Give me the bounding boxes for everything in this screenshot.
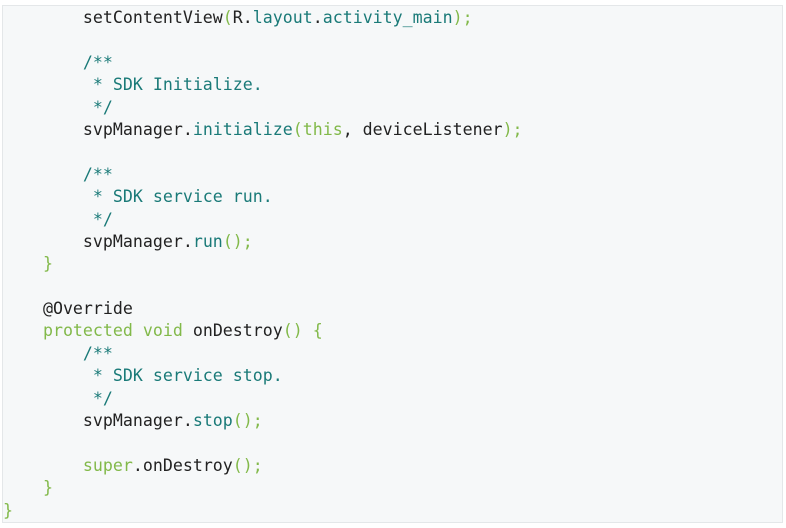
code-token: svpManager. xyxy=(3,119,193,139)
code-line xyxy=(3,432,523,454)
code-token: } xyxy=(3,254,53,274)
code-token: svpManager. xyxy=(3,231,193,251)
code-token: /** xyxy=(3,164,113,184)
code-line: * SDK Initialize. xyxy=(3,74,523,96)
code-token: () { xyxy=(282,321,323,341)
code-token: */ xyxy=(3,388,113,408)
code-token: ( xyxy=(292,119,303,139)
code-line: * SDK service stop. xyxy=(3,365,523,387)
code-token: ); xyxy=(452,8,473,27)
code-line: */ xyxy=(3,97,523,119)
code-token: super xyxy=(3,455,133,475)
code-token: */ xyxy=(3,209,113,229)
code-line: /** xyxy=(3,343,523,365)
code-line xyxy=(3,141,523,163)
code-token: . xyxy=(132,455,143,475)
code-token: * SDK Initialize. xyxy=(3,75,263,95)
code-line xyxy=(3,29,523,51)
code-token: * SDK service stop. xyxy=(3,366,283,386)
code-token: R. xyxy=(232,8,253,27)
code-token: run xyxy=(192,231,223,251)
code-token: */ xyxy=(3,97,113,117)
code-token: protected xyxy=(3,321,133,341)
code-token: @Override xyxy=(3,299,133,319)
code-token: onDestroy xyxy=(182,321,283,341)
code-line: */ xyxy=(3,209,523,231)
code-token: /** xyxy=(3,343,113,363)
code-line: svpManager.initialize(this, deviceListen… xyxy=(3,119,523,141)
code-token: , deviceListener xyxy=(342,119,503,139)
code-token: (); xyxy=(232,455,263,475)
code-line: * SDK service run. xyxy=(3,186,523,208)
code-line xyxy=(3,276,523,298)
code-line: setContentView(R.layout.activity_main); xyxy=(3,7,523,29)
code-token: stop xyxy=(192,411,233,431)
code-line: super.onDestroy(); xyxy=(3,455,523,477)
code-token: } xyxy=(3,478,53,498)
code-token: . xyxy=(312,8,323,27)
code-token: ); xyxy=(502,119,523,139)
code-line: protected void onDestroy() { xyxy=(3,320,523,342)
code-listing: setContentView(R.layout.activity_main); … xyxy=(3,7,523,522)
code-line: @Override xyxy=(3,298,523,320)
code-line: svpManager.run(); xyxy=(3,231,523,253)
code-token: layout xyxy=(252,8,313,27)
code-token: } xyxy=(3,500,13,520)
code-token xyxy=(133,321,143,340)
code-token: (); xyxy=(222,231,253,251)
code-token: svpManager. xyxy=(3,411,193,431)
code-block: setContentView(R.layout.activity_main); … xyxy=(2,5,783,523)
code-line: /** xyxy=(3,52,523,74)
code-token: setContentView xyxy=(3,8,223,27)
code-line: } xyxy=(3,477,523,499)
code-token: void xyxy=(142,321,183,341)
code-line: /** xyxy=(3,164,523,186)
code-token: initialize xyxy=(192,119,293,139)
code-token: ( xyxy=(222,8,233,27)
code-line: } xyxy=(3,500,523,522)
code-token: * SDK service run. xyxy=(3,187,273,207)
code-token: (); xyxy=(232,411,263,431)
code-line: svpManager.stop(); xyxy=(3,410,523,432)
code-line: } xyxy=(3,253,523,275)
code-token: activity_main xyxy=(322,8,453,27)
code-token: onDestroy xyxy=(142,455,233,475)
code-line: */ xyxy=(3,388,523,410)
code-token: /** xyxy=(3,52,113,72)
code-token: this xyxy=(302,119,343,139)
